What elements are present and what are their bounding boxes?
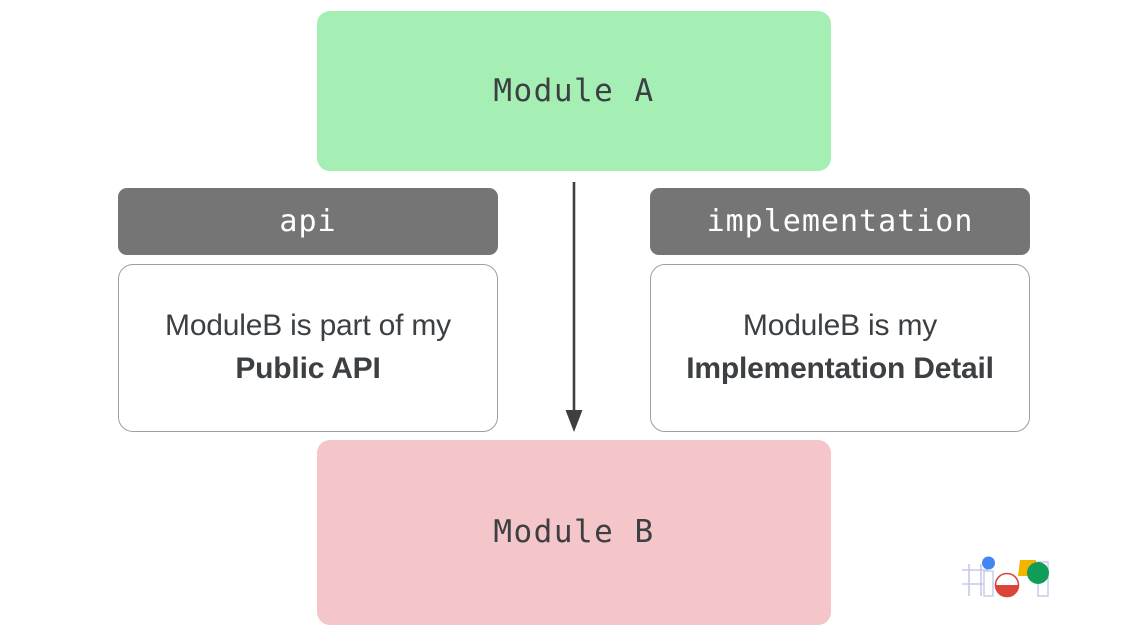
description-card-implementation-text: ModuleB is my <box>742 309 938 343</box>
description-card-implementation: ModuleB is my Implementation Detail <box>650 264 1030 432</box>
module-a-box: Module A <box>317 11 831 171</box>
dependency-arrow-icon <box>565 182 583 432</box>
config-chip-implementation: implementation <box>650 188 1030 255</box>
config-chip-api-label: api <box>279 203 337 239</box>
description-card-implementation-emphasis: Implementation Detail <box>686 352 994 385</box>
description-card-api: ModuleB is part of my Public API <box>118 264 498 432</box>
module-b-label: Module B <box>493 514 655 550</box>
module-a-label: Module A <box>493 72 655 109</box>
module-b-box: Module B <box>317 440 831 625</box>
google-io-logo <box>962 556 1049 598</box>
config-chip-implementation-label: implementation <box>706 203 974 239</box>
description-card-api-text: ModuleB is part of my <box>165 309 451 343</box>
config-chip-api: api <box>118 188 498 255</box>
description-card-api-emphasis: Public API <box>235 352 381 385</box>
